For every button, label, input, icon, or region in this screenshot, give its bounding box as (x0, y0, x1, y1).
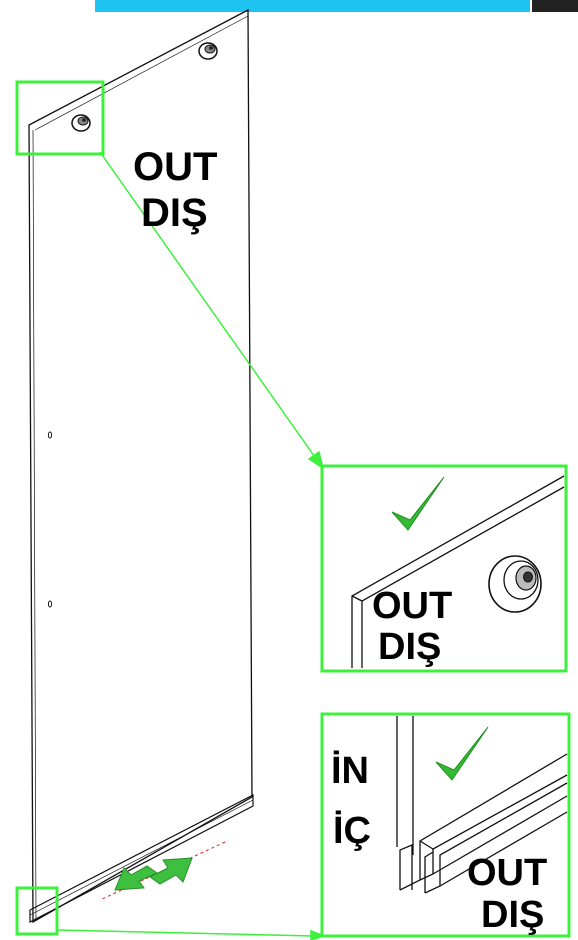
main-dis-label: DIŞ (141, 191, 208, 235)
detail-top-out-label: OUT (372, 585, 453, 627)
detail-top-dis-label: DIŞ (378, 626, 442, 668)
detail-bottom-profile (396, 716, 568, 894)
detail-bottom-dis-label: DIŞ (481, 894, 545, 936)
bottom-rail (29, 794, 254, 923)
detail-bottom-out-label: OUT (467, 852, 548, 894)
slide-arrow-up (149, 857, 193, 885)
detail-bottom-in-label: İN (331, 750, 369, 792)
roller-top-left (71, 114, 91, 132)
roller-top-right (198, 42, 218, 60)
highlight-box-top (15, 80, 105, 156)
slide-arrow-down (114, 865, 159, 891)
main-out-label: OUT (133, 145, 218, 189)
hole-lower (47, 600, 53, 608)
connector-top (99, 151, 325, 470)
check-icon (391, 476, 445, 531)
glass-panel (28, 8, 253, 924)
highlight-box-bottom (15, 886, 59, 936)
detail-box-bottom (320, 712, 571, 938)
detail-top-roller (488, 555, 542, 613)
check-icon (435, 726, 489, 781)
top-bar-end (532, 0, 578, 12)
connector-bottom (56, 929, 327, 940)
hole-upper (47, 431, 53, 439)
detail-top-glass-edge (351, 475, 565, 668)
top-bar (95, 0, 530, 12)
detail-bottom-ic-label: İÇ (333, 810, 371, 852)
